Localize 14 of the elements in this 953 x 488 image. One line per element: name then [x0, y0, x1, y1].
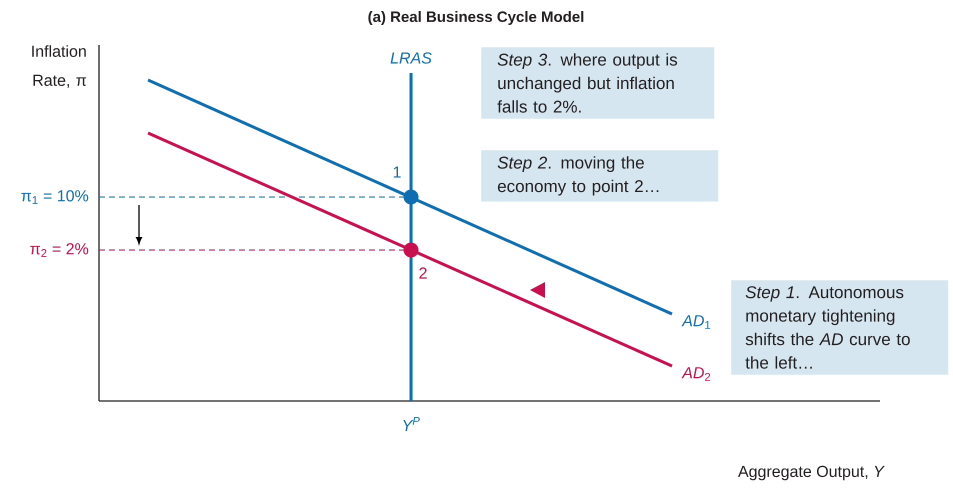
axis-label: Inflation Rate, π	[32, 45, 86, 88]
axis-label: Aggregate Output, Y	[738, 466, 885, 480]
chart-title: (a) Real Business Cycle Model	[368, 11, 584, 25]
axis-value-label: Y$^{P}$	[403, 417, 420, 431]
axis-value-label: π$_{1}$ = 10%	[21, 190, 88, 204]
curve-label: LRAS	[390, 52, 432, 64]
curve-label: AD$_{1}$	[681, 315, 710, 329]
axis-value-label: π$_{2}$ = 2%	[30, 243, 88, 257]
annotation-box: Step 3. where output is unchanged but inflation falls to 2%.	[481, 47, 714, 119]
annotation-box: Step 1. Autonomous monetary tightening shifts the AD curve to the left…	[731, 280, 948, 375]
point-label: 1	[394, 166, 401, 178]
curve-label: AD$_{2}$	[681, 367, 710, 381]
annotation-box: Step 2. moving the economy to point 2…	[481, 150, 718, 202]
point-label: 2	[419, 267, 427, 279]
